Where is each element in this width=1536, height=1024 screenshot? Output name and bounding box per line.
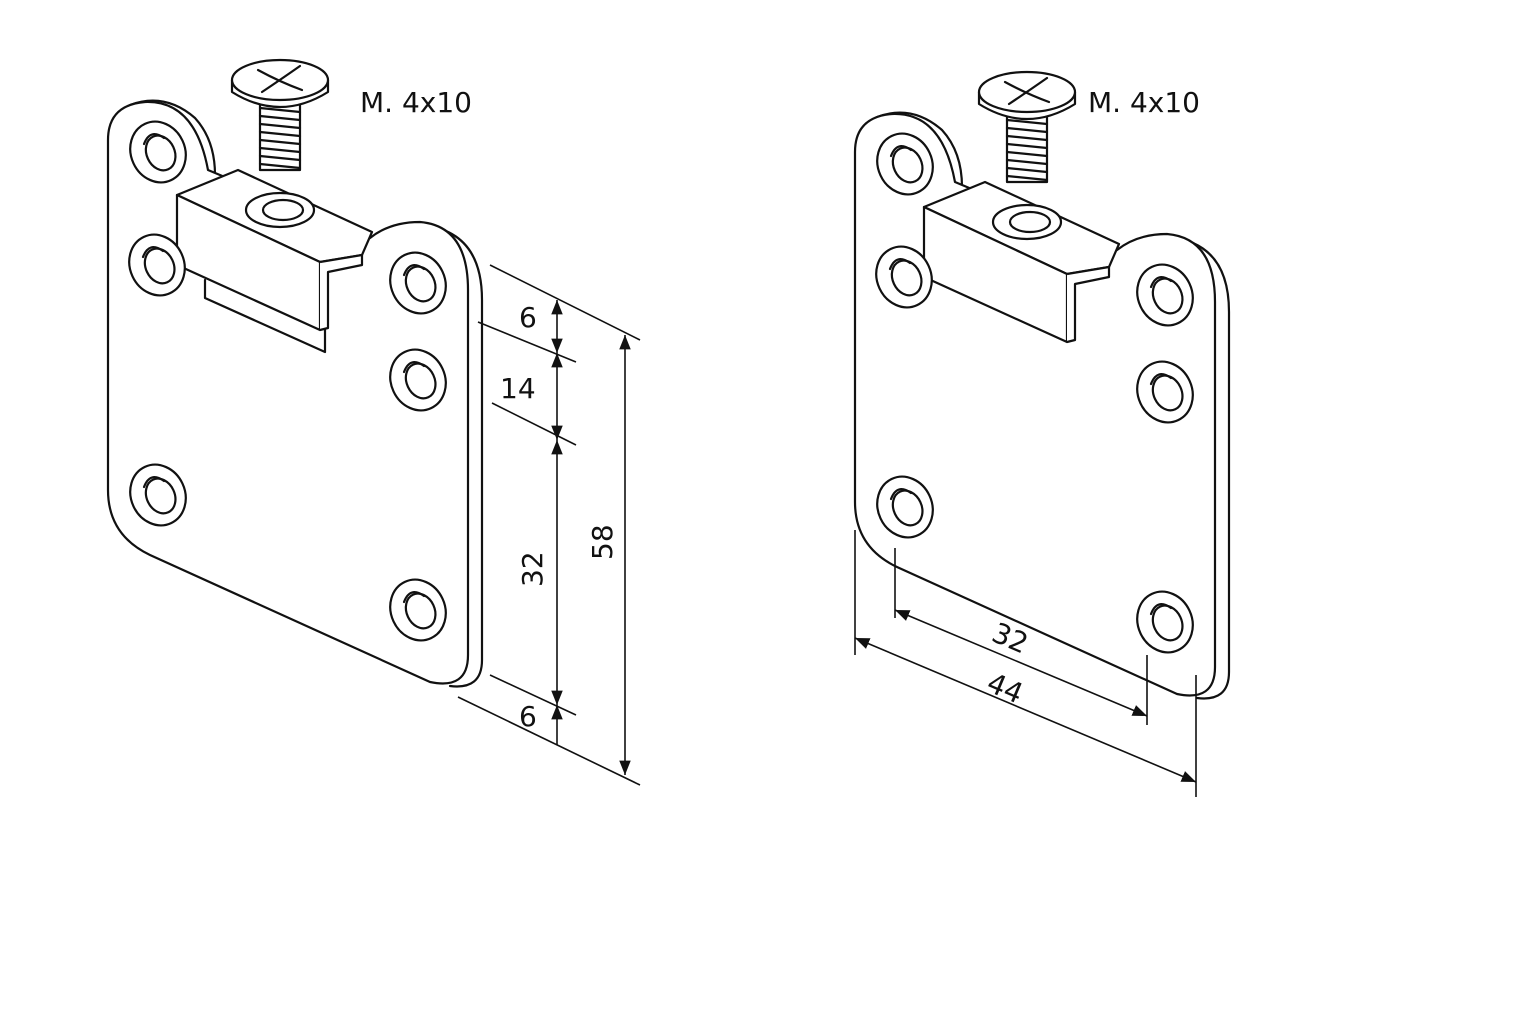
hole-inner <box>404 362 437 400</box>
phillips-cross-icon <box>1003 76 1051 106</box>
bracket-lip <box>1066 265 1111 344</box>
hole-inner <box>404 265 437 303</box>
bracket-nut <box>991 203 1063 241</box>
hole-inner <box>144 477 177 515</box>
screw-thread <box>1005 134 1049 142</box>
phillips-cross-icon <box>256 64 304 94</box>
hole-inner <box>891 489 924 527</box>
hole-inner <box>144 134 177 172</box>
screw-thread <box>258 130 302 138</box>
right-screw-label: M. 4x10 <box>1088 86 1200 119</box>
screw-thread <box>1005 174 1049 182</box>
hole-inner <box>891 146 924 184</box>
screw-thread <box>1005 166 1049 174</box>
left-dimensions: 6 14 32 58 6 <box>457 264 641 786</box>
hole-inner <box>890 259 923 297</box>
bracket-nut <box>244 191 316 229</box>
hole-inner <box>1151 374 1184 412</box>
screw-thread <box>1005 118 1049 126</box>
screw-thread <box>258 122 302 130</box>
bracket-slot <box>203 278 327 354</box>
nut-hole <box>1008 210 1052 234</box>
dim-gap: 14 <box>500 372 536 405</box>
dim-total-width: 44 <box>982 666 1028 710</box>
hole-inner <box>143 247 176 285</box>
hole-inner <box>1151 277 1184 315</box>
left-screw-label: M. 4x10 <box>360 86 472 119</box>
dim-bottom-margin: 6 <box>519 700 537 733</box>
left-mounting-plate <box>106 58 484 688</box>
dim-total-height: 58 <box>586 524 619 560</box>
dim-top-margin: 6 <box>519 301 537 334</box>
screw-thread <box>258 162 302 170</box>
screw-thread <box>258 146 302 154</box>
screw-thread <box>1005 126 1049 134</box>
bracket-lip <box>319 253 364 332</box>
screw-thread <box>1005 158 1049 166</box>
screw-thread <box>258 106 302 114</box>
screw-thread <box>1005 142 1049 150</box>
dim-hole-spacing-vertical: 32 <box>516 551 549 587</box>
screw-thread <box>258 138 302 146</box>
right-mounting-plate <box>853 70 1231 700</box>
hole-inner <box>404 592 437 630</box>
screw-thread <box>1005 150 1049 158</box>
screw-thread <box>258 154 302 162</box>
nut-hole <box>261 198 305 222</box>
screw-thread <box>258 114 302 122</box>
